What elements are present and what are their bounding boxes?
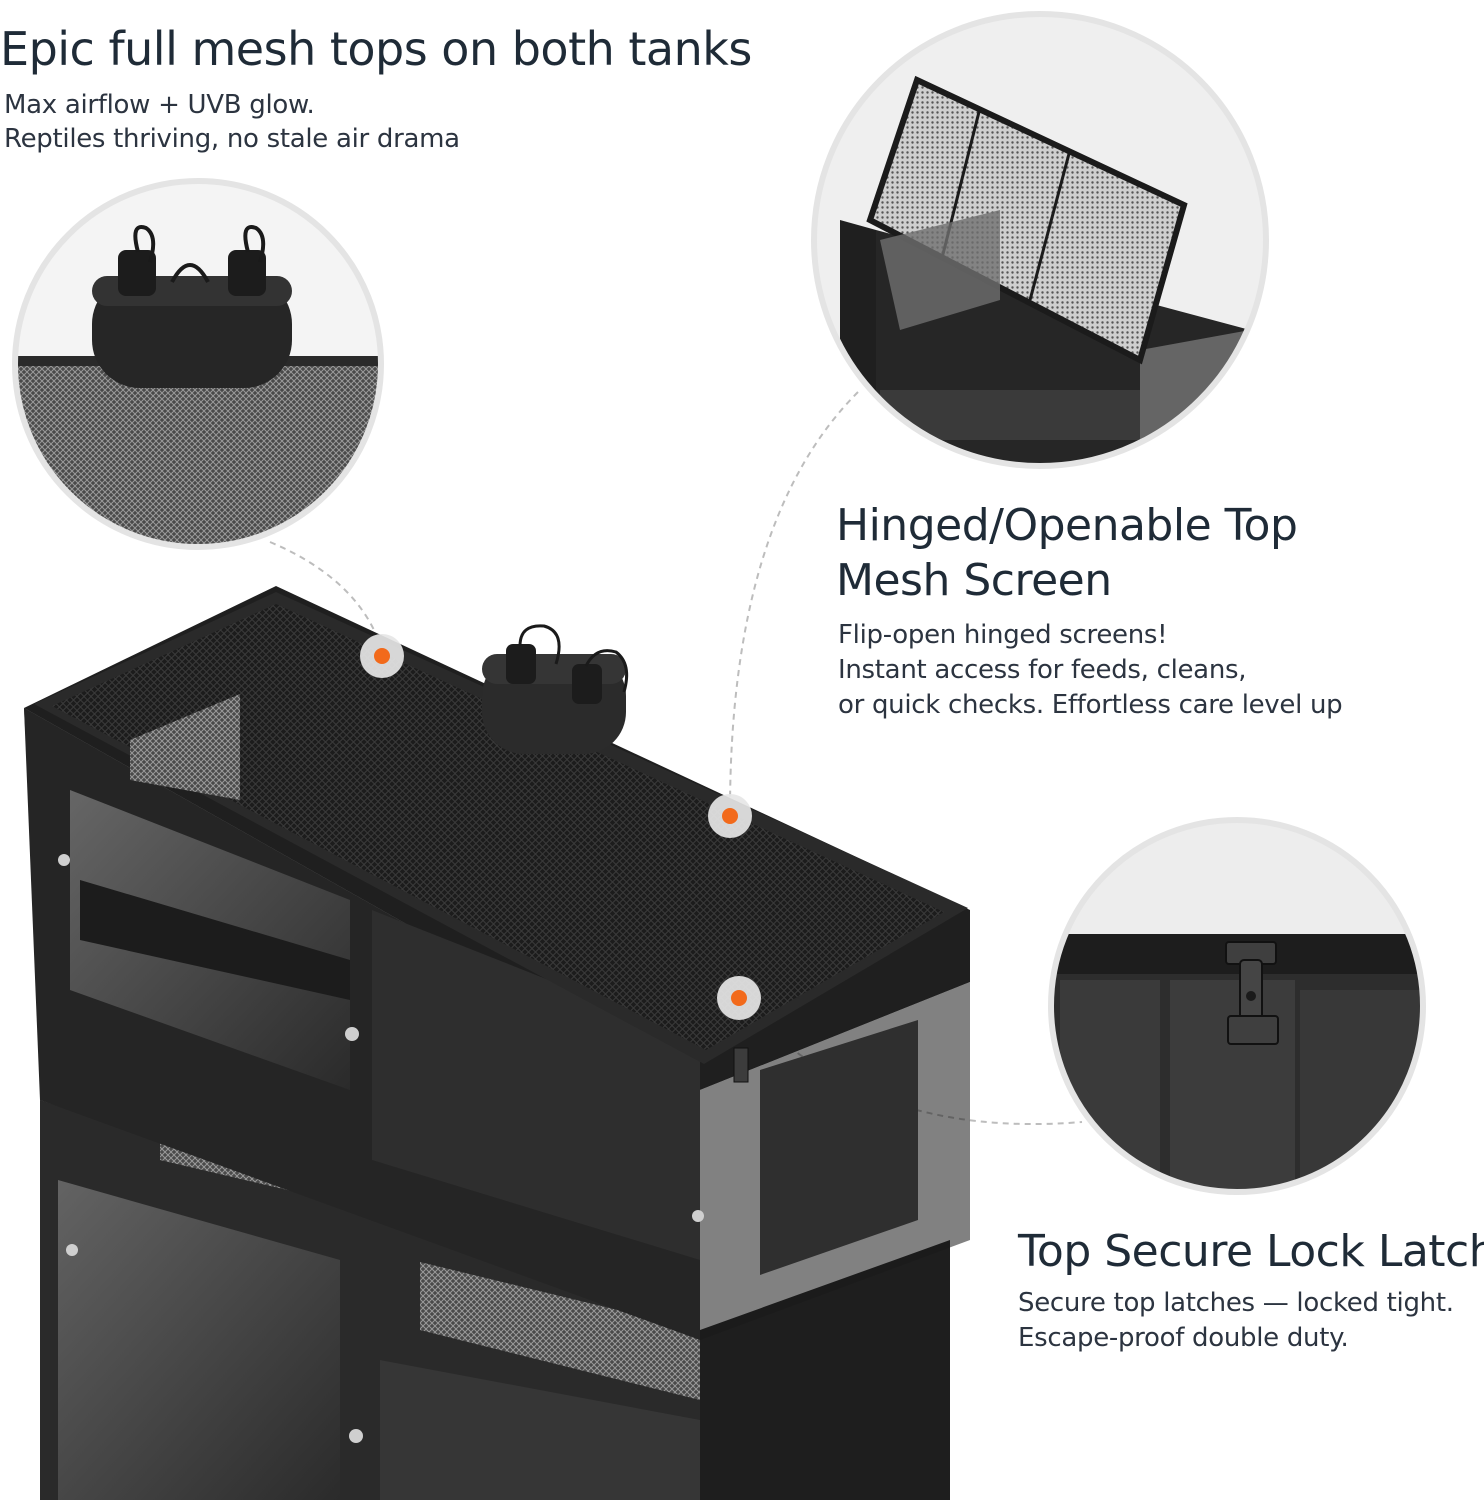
- hinged-top-line-2: Instant access for feeds, cleans,: [838, 655, 1247, 685]
- hinged-top-line-1: Flip-open hinged screens!: [838, 620, 1168, 650]
- mesh-tops-title: Epic full mesh tops on both tanks: [0, 22, 752, 76]
- hinged-top-description: Flip-open hinged screens! Instant access…: [838, 618, 1343, 723]
- lock-latch-line-2: Escape-proof double duty.: [1018, 1323, 1349, 1353]
- detail-circle-lamp: [12, 178, 384, 550]
- hinged-top-line-3: or quick checks. Effortless care level u…: [838, 690, 1343, 720]
- orange-dot-icon: [717, 976, 761, 1020]
- mesh-tops-line-1: Max airflow + UVB glow.: [4, 90, 315, 120]
- mesh-tops-line-2: Reptiles thriving, no stale air drama: [4, 124, 460, 154]
- orange-dot-icon: [360, 634, 404, 678]
- latch-icon: [1225, 941, 1279, 1045]
- hinged-top-title-line-1: Hinged/Openable Top: [836, 500, 1298, 551]
- lock-latch-title: Top Secure Lock Latch: [1018, 1226, 1484, 1277]
- hinged-top-title: Hinged/Openable Top Mesh Screen: [836, 498, 1298, 608]
- mesh-tops-description: Max airflow + UVB glow. Reptiles thrivin…: [4, 88, 460, 156]
- lock-latch-description: Secure top latches — locked tight. Escap…: [1018, 1286, 1454, 1356]
- orange-dot-icon: [708, 794, 752, 838]
- reptile-cabinet: [24, 586, 970, 1500]
- lock-latch-line-1: Secure top latches — locked tight.: [1018, 1288, 1454, 1318]
- dual-lamp-fixture-icon: [92, 225, 292, 388]
- hinged-top-title-line-2: Mesh Screen: [836, 555, 1112, 606]
- detail-circle-latch: [1048, 817, 1426, 1195]
- detail-circle-hinged-screen: [811, 11, 1269, 469]
- lamp-on-cabinet: [482, 624, 629, 754]
